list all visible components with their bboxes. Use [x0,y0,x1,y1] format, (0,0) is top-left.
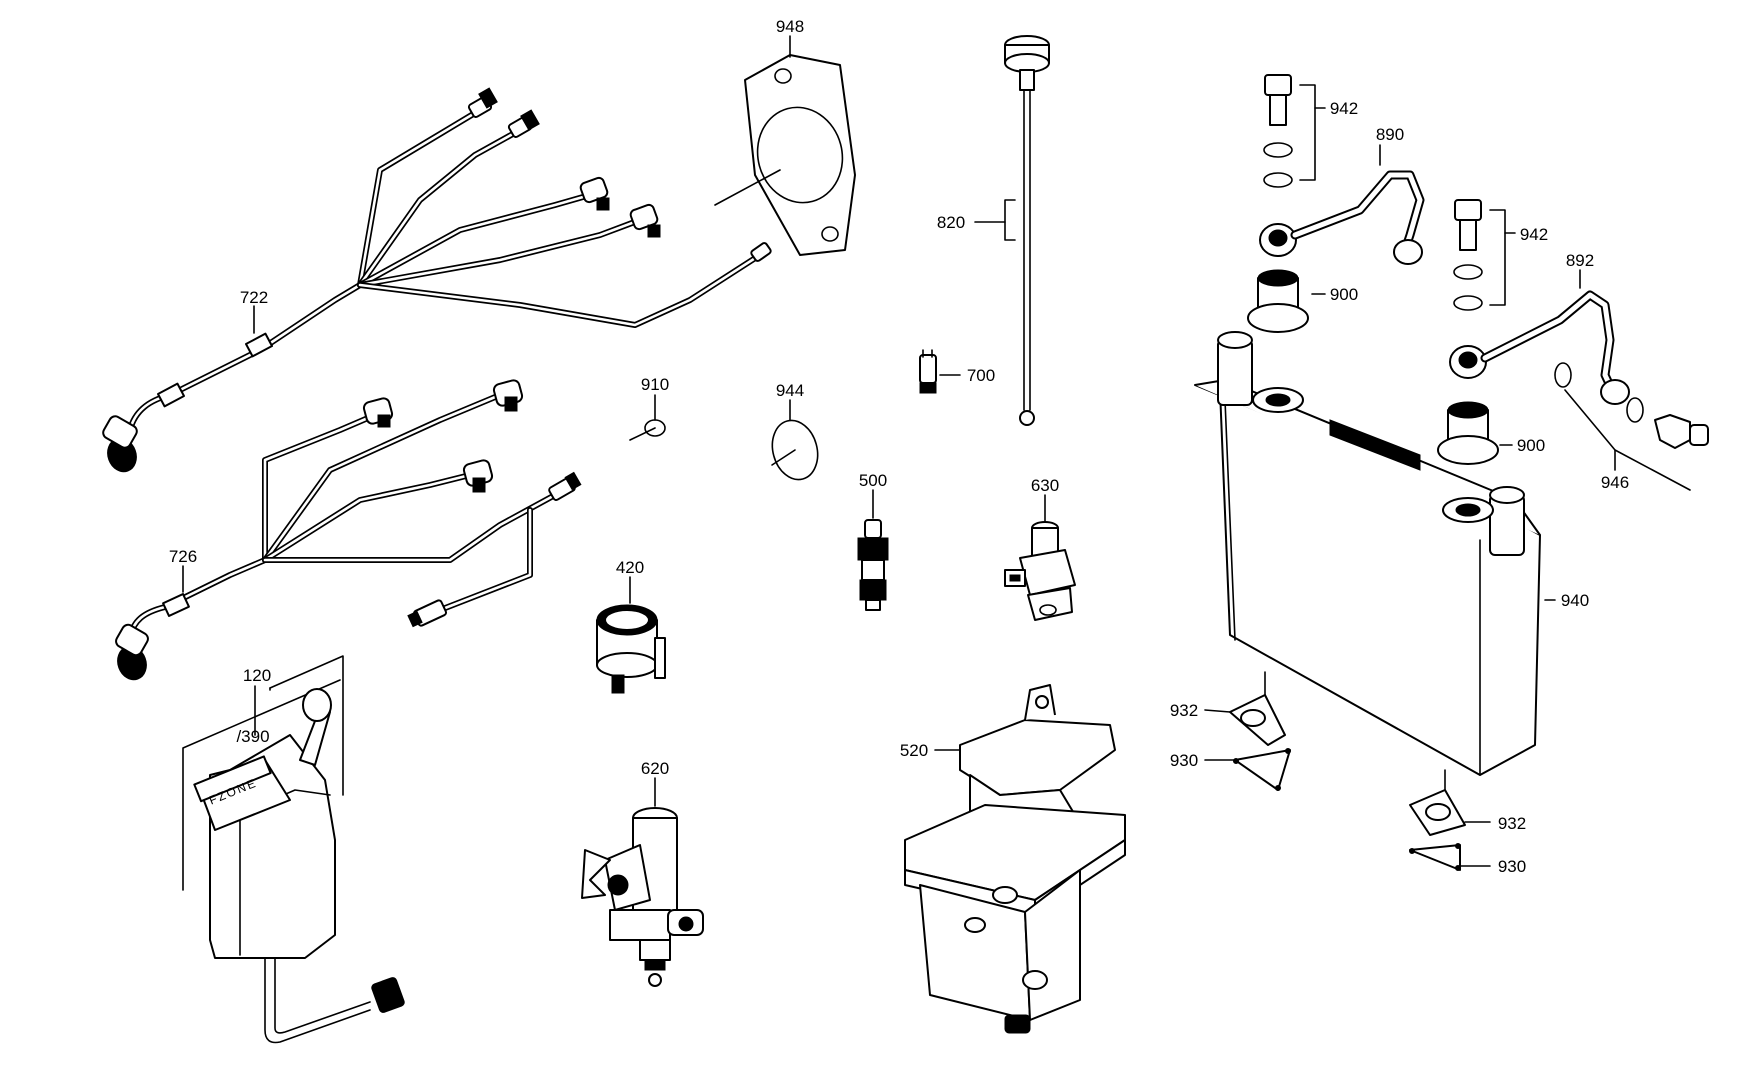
gasket-932-930-left-drawing [1204,671,1291,791]
part-label-900-right: 900 [1517,436,1545,455]
part-label-940: 940 [1561,591,1589,610]
part-label-930-right: 930 [1498,857,1526,876]
part-label-722: 722 [240,288,268,307]
sensor-700-drawing [919,349,961,394]
gear-selector-120-drawing: FZONE [182,655,405,1044]
control-block-520-drawing [904,684,1126,1034]
wire-harness-726-drawing [115,379,582,681]
dipstick-820-drawing [974,35,1050,426]
oil-cooler-940-drawing [1194,331,1556,776]
part-label-932-left: 932 [1170,701,1198,720]
solenoid-valve-630-drawing [1004,494,1076,621]
part-label-700: 700 [967,366,995,385]
part-label-120: 120 [243,666,271,685]
ring-910-drawing [629,394,666,441]
part-label-946: 946 [1601,473,1629,492]
part-label-932-right: 932 [1498,814,1526,833]
gauge-420-drawing [596,576,666,694]
part-number-labels: 948 722 820 700 942 890 900 942 892 900 … [169,17,1629,876]
part-label-500: 500 [859,471,887,490]
valve-620-drawing [581,777,704,987]
part-label-620: 620 [641,759,669,778]
wire-harness-722-drawing [102,87,772,473]
part-label-942-top: 942 [1330,99,1358,118]
part-label-820: 820 [937,213,965,232]
part-label-910: 910 [641,375,669,394]
part-label-892: 892 [1566,251,1594,270]
banjo-fitting-right-drawing [1437,199,1709,491]
pressure-switch-500-drawing [857,489,889,611]
o-ring-944-drawing [771,399,819,481]
part-label-520: 520 [900,741,928,760]
gasket-948-drawing [714,35,856,256]
part-label-900-top: 900 [1330,285,1358,304]
part-label-930-left: 930 [1170,751,1198,770]
part-label-890: 890 [1376,125,1404,144]
part-label-420: 420 [616,558,644,577]
banjo-fitting-left-drawing [1247,74,1425,333]
part-label-726: 726 [169,547,197,566]
gasket-932-930-right-drawing [1409,769,1491,871]
part-label-390: /390 [236,727,269,746]
part-label-942-right: 942 [1520,225,1548,244]
part-label-944: 944 [776,381,804,400]
part-label-630: 630 [1031,476,1059,495]
part-label-948: 948 [776,17,804,36]
